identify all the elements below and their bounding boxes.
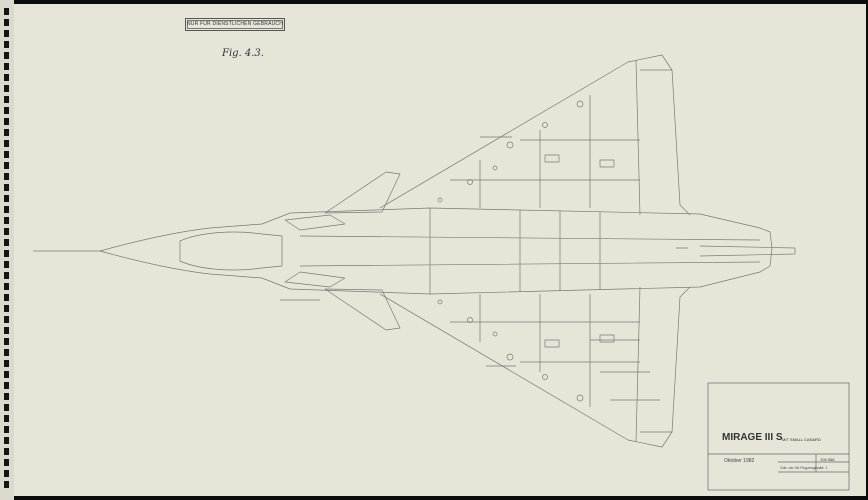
binding-hole (4, 107, 9, 114)
upper-air-intake (284, 214, 346, 231)
binding-hole (4, 118, 9, 125)
upper-canard (324, 171, 401, 214)
binding-hole (4, 349, 9, 356)
binding-hole (4, 261, 9, 268)
binding-hole (4, 316, 9, 323)
lower-air-intake (284, 271, 346, 288)
binding-hole (4, 217, 9, 224)
binding-hole (4, 85, 9, 92)
binding-hole (4, 162, 9, 169)
binding-hole (4, 52, 9, 59)
binding-hole (4, 8, 9, 15)
binding-hole (4, 250, 9, 257)
binding-hole (4, 228, 9, 235)
binding-hole (4, 41, 9, 48)
upper-elevon (635, 59, 672, 216)
binding-hole (4, 404, 9, 411)
binding-hole (4, 19, 9, 26)
binding-hole (4, 305, 9, 312)
binding-hole (4, 129, 9, 136)
lower-canard (324, 288, 401, 331)
binding-hole (4, 382, 9, 389)
access-panels (437, 100, 615, 402)
binding-hole (4, 426, 9, 433)
title-block-drawing-number: 106 588 (820, 457, 835, 462)
binding-hole (4, 173, 9, 180)
wing-rails (280, 136, 660, 401)
binding-hole (4, 371, 9, 378)
binding-hole (4, 63, 9, 70)
figure-label: Fig. 4.3. (222, 48, 264, 59)
binding-hole (4, 184, 9, 191)
binding-hole (4, 283, 9, 290)
binding-hole (4, 481, 9, 488)
title-block-date: Oktober 1982 (724, 458, 755, 464)
binding-hole (4, 294, 9, 301)
jet-nozzle (676, 245, 796, 257)
structure-lines (299, 95, 761, 407)
binding-hole (4, 195, 9, 202)
binding-hole (4, 151, 9, 158)
binding-hole (4, 448, 9, 455)
binding-hole (4, 96, 9, 103)
title-block-subtitle: MIT SMALL CANARD (782, 437, 821, 442)
binding-hole (4, 239, 9, 246)
binding-hole (4, 327, 9, 334)
lower-elevon (635, 286, 672, 443)
lower-wing (379, 286, 691, 448)
binding-hole (4, 140, 9, 147)
binding-hole (4, 74, 9, 81)
binding-strip (0, 0, 14, 500)
title-block-frame (707, 382, 850, 491)
title-block-organization: Gde.-ver. für Flugzeugbau (780, 466, 821, 470)
binding-hole (4, 360, 9, 367)
binding-hole (4, 206, 9, 213)
binding-hole (4, 437, 9, 444)
cockpit-canopy (179, 231, 283, 271)
binding-hole (4, 30, 9, 37)
upper-wing (379, 54, 691, 216)
binding-hole (4, 393, 9, 400)
drawing-sheet (14, 4, 866, 496)
title-block-title: MIRAGE III S (722, 432, 783, 443)
binding-hole (4, 272, 9, 279)
binding-hole (4, 470, 9, 477)
title-block-revision: Nr. 1 (820, 466, 828, 470)
binding-hole (4, 415, 9, 422)
binding-hole (4, 459, 9, 466)
fuselage-outline (99, 207, 773, 295)
restriction-stamp: NUR FÜR DIENSTLICHEN GEBRAUCH (185, 18, 285, 31)
binding-hole (4, 338, 9, 345)
